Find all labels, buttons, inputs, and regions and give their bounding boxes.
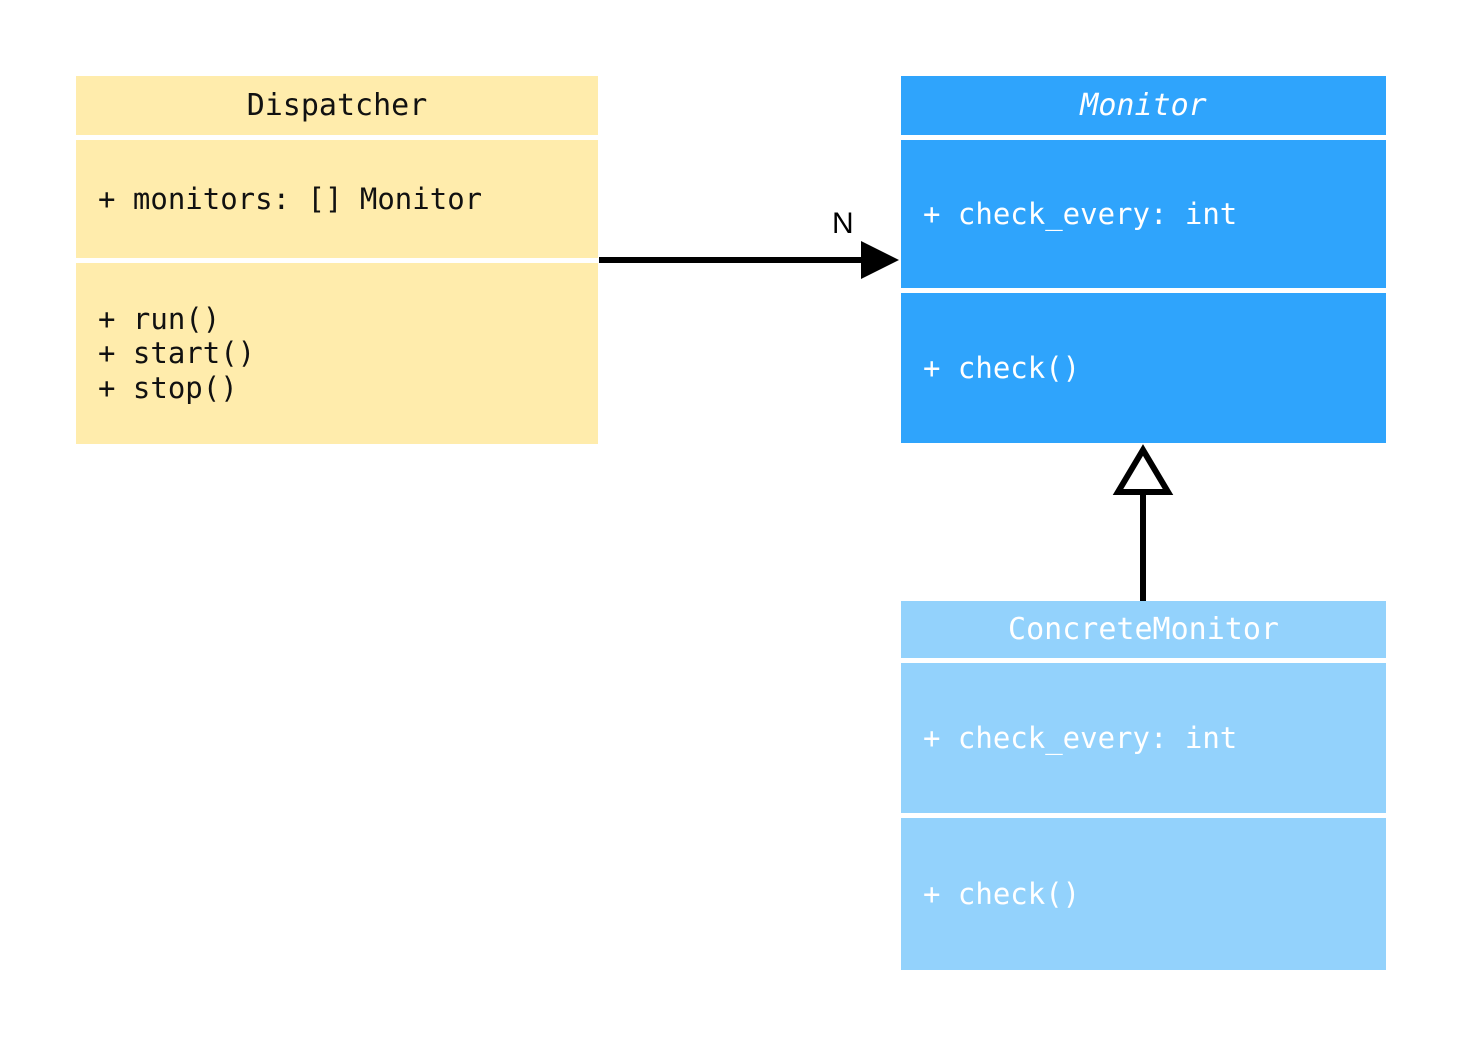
attribute-row: + check_every: int bbox=[923, 720, 1238, 755]
method-row: + check() bbox=[923, 876, 1081, 911]
class-name-concrete-monitor: ConcreteMonitor bbox=[1008, 611, 1279, 647]
attribute-row: + check_every: int bbox=[923, 196, 1238, 231]
filled-arrowhead-icon bbox=[861, 241, 899, 279]
class-methods-monitor: + check() bbox=[901, 293, 1386, 443]
class-header-dispatcher: Dispatcher bbox=[76, 76, 598, 135]
class-attributes-concrete-monitor: + check_every: int bbox=[901, 663, 1386, 813]
class-attributes-dispatcher: + monitors: [] Monitor bbox=[76, 140, 598, 258]
class-methods-dispatcher: + run() + start() + stop() bbox=[76, 263, 598, 444]
method-row: + stop() bbox=[98, 370, 238, 405]
class-name-monitor: Monitor bbox=[1080, 87, 1207, 123]
method-row: + check() bbox=[923, 350, 1081, 385]
class-header-monitor: Monitor bbox=[901, 76, 1386, 135]
class-header-concrete-monitor: ConcreteMonitor bbox=[901, 601, 1386, 658]
hollow-triangle-arrowhead-icon bbox=[1112, 444, 1174, 495]
class-attributes-monitor: + check_every: int bbox=[901, 140, 1386, 288]
class-box-dispatcher[interactable]: Dispatcher + monitors: [] Monitor + run(… bbox=[76, 76, 598, 444]
attribute-row: + monitors: [] Monitor bbox=[98, 181, 483, 216]
class-methods-concrete-monitor: + check() bbox=[901, 818, 1386, 970]
association-multiplicity-label: N bbox=[832, 207, 854, 240]
generalization-concrete-to-monitor bbox=[1112, 444, 1174, 601]
class-box-concrete-monitor[interactable]: ConcreteMonitor + check_every: int + che… bbox=[901, 601, 1386, 970]
method-row: + start() bbox=[98, 336, 256, 371]
method-row: + run() bbox=[98, 302, 221, 337]
association-dispatcher-to-monitor bbox=[599, 241, 899, 279]
class-box-monitor[interactable]: Monitor + check_every: int + check() bbox=[901, 76, 1386, 443]
class-name-dispatcher: Dispatcher bbox=[246, 87, 428, 123]
